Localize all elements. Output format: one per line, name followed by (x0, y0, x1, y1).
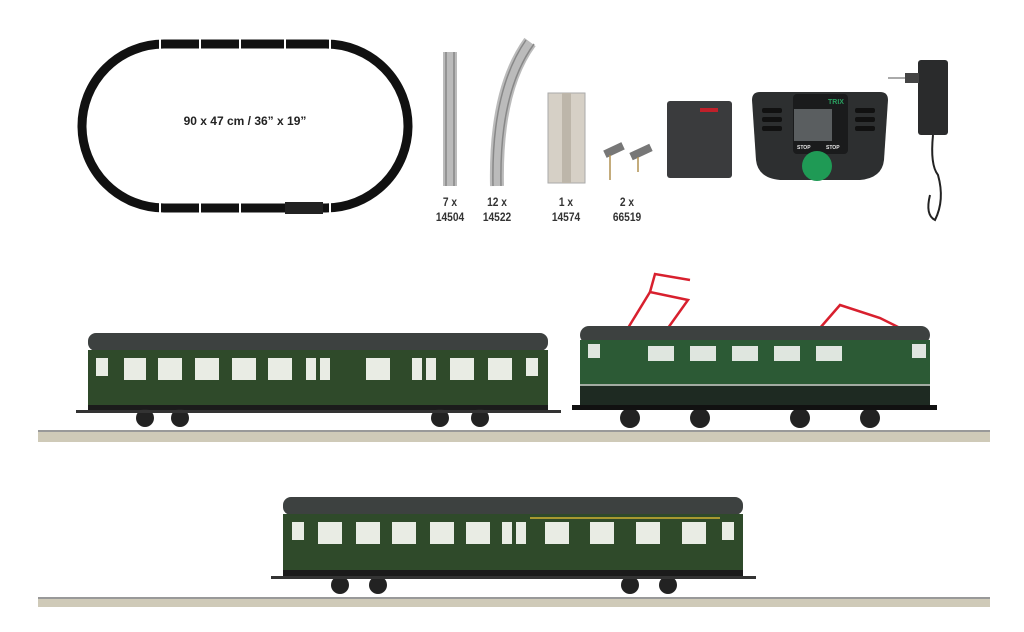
mobile-station-controller: TRIX (752, 92, 888, 181)
controller-stop-button-left: STOP (797, 145, 811, 151)
part-label-curved-track: 12 x 14522 (472, 195, 523, 225)
part-quantity: 2 x (619, 195, 635, 209)
curved-track-piece (489, 37, 536, 187)
part-label-straight-track: 7 x 14504 (425, 195, 476, 225)
control-knob (802, 151, 832, 181)
controller-stop-button-right: STOP (826, 145, 840, 151)
straight-track-piece (443, 52, 457, 186)
passenger-coach-1 (76, 333, 561, 427)
part-number: 14522 (482, 210, 512, 224)
display-track-1 (38, 430, 990, 442)
track-dimensions-label: 90 x 47 cm / 36” x 19” (183, 114, 307, 128)
part-quantity: 12 x (487, 195, 507, 209)
oval-track-layout (77, 38, 413, 214)
track-connector-pieces (603, 142, 653, 180)
part-number: 66519 (612, 210, 642, 224)
part-label-connector: 2 x 66519 (602, 195, 653, 225)
passenger-coach-2 (271, 497, 756, 594)
electric-locomotive (572, 272, 937, 428)
power-supply (888, 60, 948, 222)
part-quantity: 7 x (442, 195, 458, 209)
connection-box (667, 101, 732, 178)
display-track-2 (38, 597, 990, 607)
part-quantity: 1 x (558, 195, 574, 209)
svg-text:TRIX: TRIX (828, 99, 844, 106)
part-label-uncoupler-track: 1 x 14574 (541, 195, 592, 225)
part-number: 14504 (435, 210, 465, 224)
uncoupler-track-piece (547, 92, 586, 184)
part-number: 14574 (551, 210, 581, 224)
